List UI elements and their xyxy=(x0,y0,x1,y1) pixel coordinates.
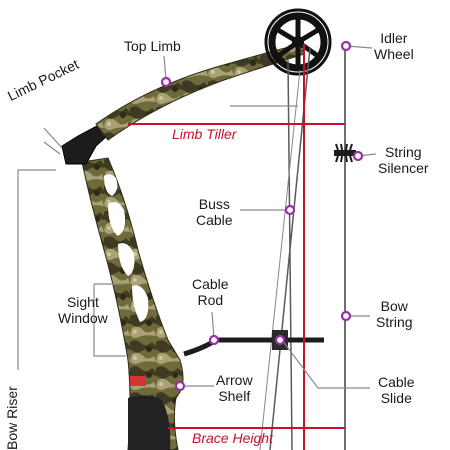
label-buss-cable-line1: Buss xyxy=(198,196,230,212)
label-idler-wheel-line2: Wheel xyxy=(374,46,414,62)
label-arrow-shelf: Arrow Shelf xyxy=(216,372,253,404)
label-string-silencer-line1: String xyxy=(385,144,422,160)
label-sight-window-line1: Sight xyxy=(66,294,99,310)
bow-grip xyxy=(128,395,171,450)
string-silencer-icon xyxy=(334,143,356,163)
label-bow-riser: Bow Riser xyxy=(4,386,20,450)
label-limb-tiller: Limb Tiller xyxy=(172,126,237,142)
bow-riser-body xyxy=(81,157,184,450)
label-cable-rod-line1: Cable xyxy=(192,276,229,292)
leader-lines xyxy=(17,45,377,389)
label-arrow-shelf-line1: Arrow xyxy=(216,372,253,388)
label-sight-window: Sight Window xyxy=(58,294,108,326)
label-arrow-shelf-line2: Shelf xyxy=(218,388,251,404)
label-buss-cable: Buss Cable xyxy=(196,196,233,228)
label-idler-wheel-line1: Idler xyxy=(380,30,408,46)
label-cable-slide: Cable Slide xyxy=(378,374,415,406)
label-string-silencer: String Silencer xyxy=(378,144,429,176)
label-buss-cable-line2: Cable xyxy=(196,212,233,228)
label-bow-string-line1: Bow xyxy=(380,298,408,314)
riser-logo-badge xyxy=(130,376,146,386)
label-cable-slide-line1: Cable xyxy=(378,374,415,390)
label-sight-window-line2: Window xyxy=(58,310,108,326)
label-string-silencer-line2: Silencer xyxy=(378,160,429,176)
cable-pass xyxy=(259,69,301,450)
label-cable-slide-line2: Slide xyxy=(380,390,412,406)
label-bow-string: Bow String xyxy=(376,298,413,330)
label-brace-height: Brace Height xyxy=(192,430,273,446)
label-cable-rod-line2: Rod xyxy=(197,292,224,308)
label-bow-string-line2: String xyxy=(376,314,413,330)
purple-ring-markers xyxy=(160,40,364,392)
control-cable xyxy=(287,59,293,450)
label-idler-wheel: Idler Wheel xyxy=(374,30,414,62)
idler-wheel-icon xyxy=(264,8,332,76)
label-top-limb: Top Limb xyxy=(124,38,181,54)
label-cable-rod: Cable Rod xyxy=(192,276,229,308)
